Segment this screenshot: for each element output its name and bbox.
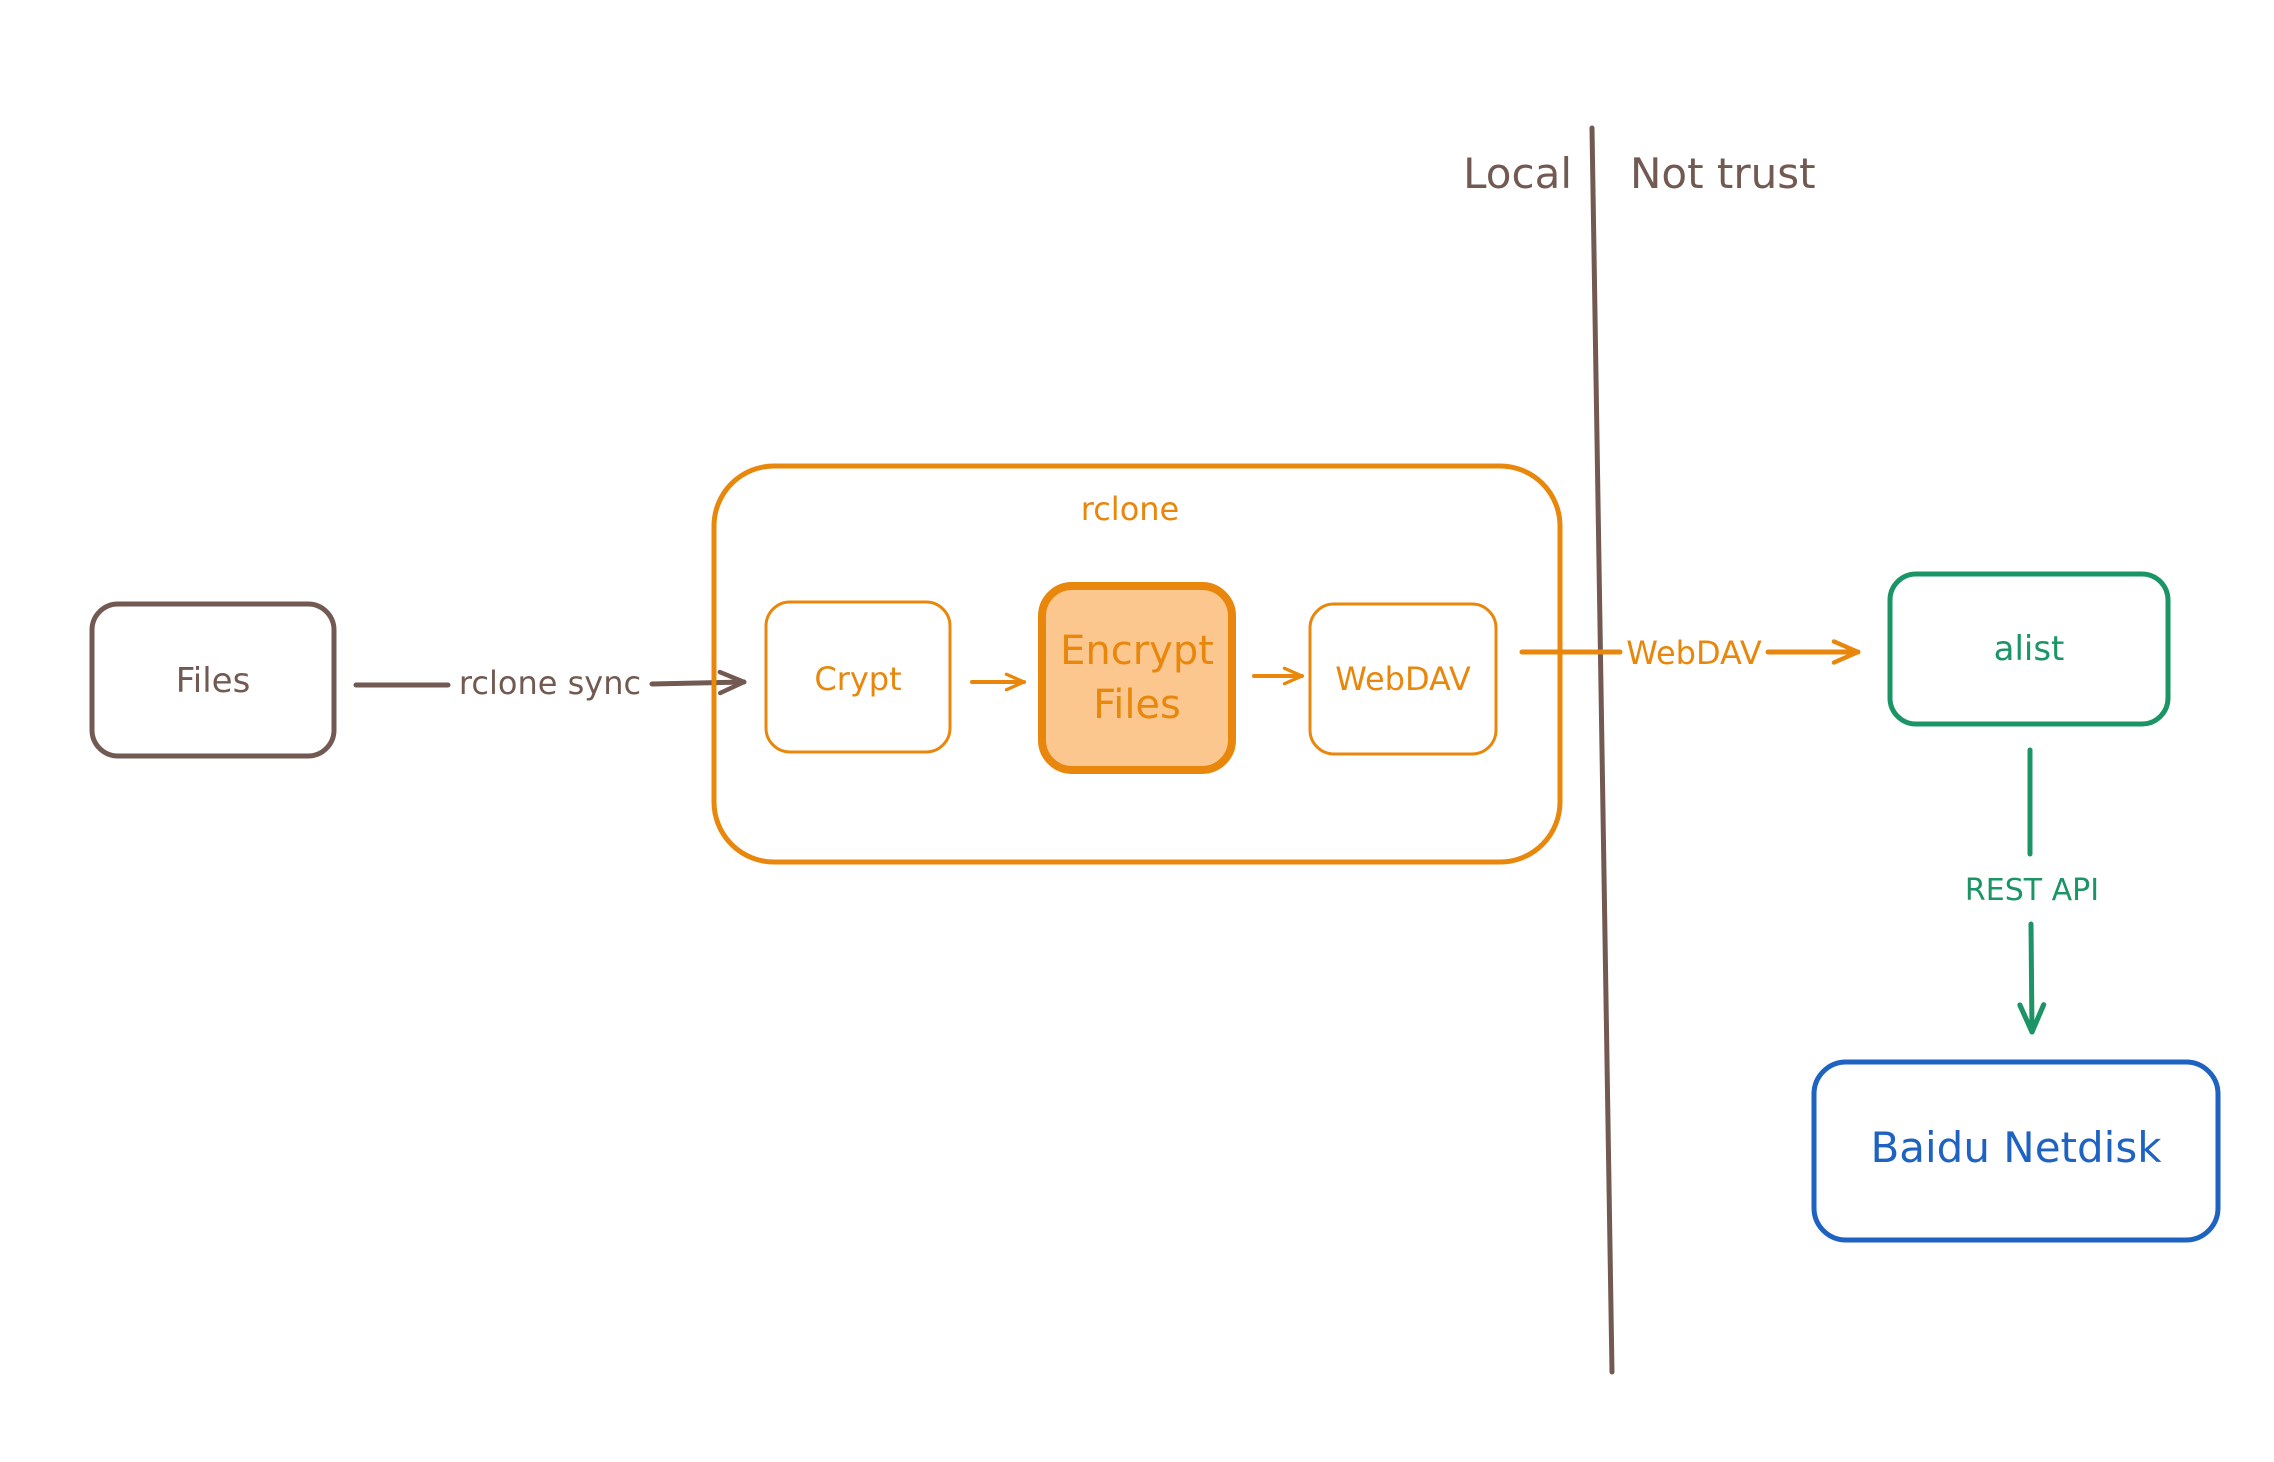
encrypt-files-box [1038, 582, 1236, 774]
rclone-label: rclone [1081, 490, 1179, 528]
alist-box [1887, 571, 2171, 727]
edge-webdav: WebDAV [1519, 634, 1861, 672]
edge-webdav-label: WebDAV [1626, 634, 1762, 672]
rclone-container[interactable]: rclone [711, 463, 1563, 865]
baidu-netdisk-node[interactable]: Baidu Netdisk [1811, 1059, 2221, 1243]
crypt-label: Crypt [814, 660, 901, 698]
alist-label: alist [1994, 629, 2065, 669]
crypt-node[interactable]: Crypt [764, 600, 952, 754]
files-label: Files [176, 661, 251, 701]
files-node[interactable]: Files [89, 601, 337, 759]
edge-rest-api-label: REST API [1965, 873, 2099, 908]
zone-label-local: Local [1463, 149, 1572, 198]
edge-rest-api: REST API [1965, 747, 2099, 1035]
webdav-node[interactable]: WebDAV [1308, 602, 1498, 756]
edge-rclone-sync-line-b [649, 669, 747, 696]
rclone-box [711, 463, 1563, 865]
edge-rest-api-line-b [2017, 921, 2047, 1035]
encrypt-files-label-line2: Files [1093, 682, 1181, 728]
webdav-label: WebDAV [1335, 660, 1471, 698]
encrypt-files-label-line1: Encrypt [1060, 628, 1214, 674]
baidu-netdisk-label: Baidu Netdisk [1870, 1123, 2162, 1172]
webdav-box [1308, 602, 1498, 756]
crypt-box [764, 600, 952, 754]
files-box [89, 601, 337, 759]
baidu-netdisk-box [1811, 1059, 2221, 1243]
zone-label-not-trust: Not trust [1630, 149, 1816, 198]
alist-node[interactable]: alist [1887, 571, 2171, 727]
encrypt-files-node[interactable]: Encrypt Files [1038, 582, 1236, 774]
edge-rclone-sync: rclone sync [353, 664, 747, 702]
trust-boundary: Local Not trust [1463, 125, 1816, 1375]
trust-boundary-line [1589, 125, 1615, 1375]
edge-rclone-sync-label: rclone sync [459, 664, 641, 702]
